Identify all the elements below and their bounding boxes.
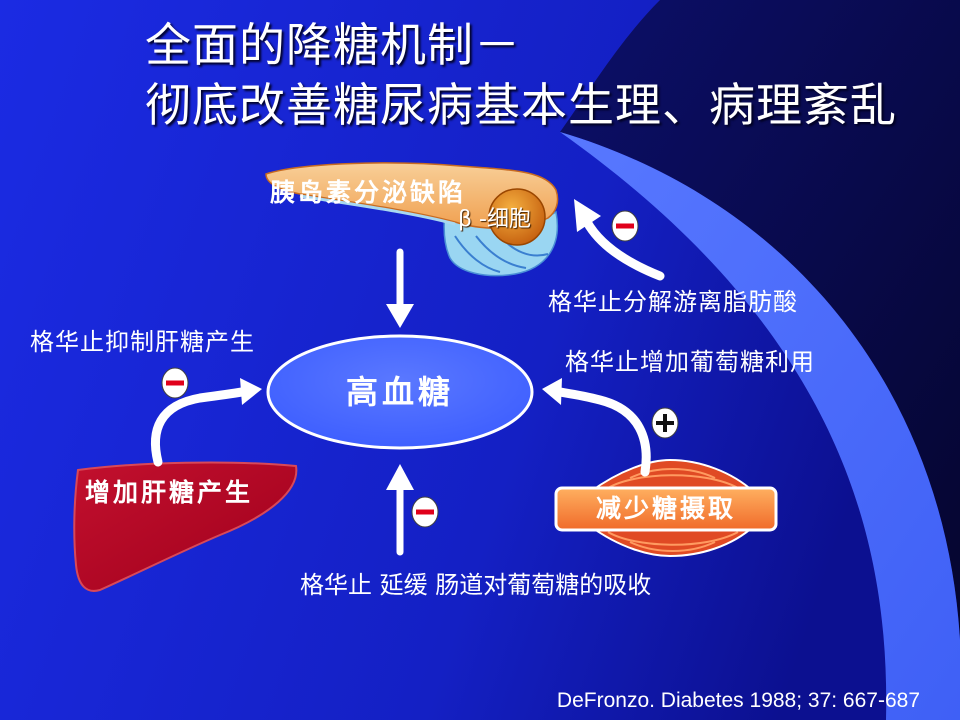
muscle-defect-label: 减少糖摄取	[595, 494, 736, 523]
background-swoosh-band	[560, 132, 960, 720]
pancreas-stripe	[454, 235, 501, 273]
slide-title-line-2: 彻底改善糖尿病基本生理、病理紊乱	[145, 78, 897, 132]
muscle-stripe	[629, 468, 716, 479]
muscle-action-label: 格华止增加葡萄糖利用	[565, 348, 815, 376]
beta-cell-label: β -细胞	[458, 207, 531, 232]
muscle-band	[554, 486, 778, 532]
pancreas-stripe	[475, 235, 527, 269]
fatty-acid-to-pancreas-arrow	[574, 199, 665, 281]
fatty-acid-action-label: 格华止分解游离脂肪酸	[548, 288, 798, 316]
liver-action-label: 格华止抑制肝糖产生	[30, 328, 255, 356]
gut-action-label: 格华止 延缓 肠道对葡萄糖的吸收	[300, 571, 652, 599]
pancreas-defect-label: 胰岛素分泌缺陷	[270, 178, 467, 207]
citation: DeFronzo. Diabetes 1988; 37: 667-687	[556, 689, 920, 712]
beta-cell-circle	[488, 188, 546, 246]
muscle-stripe	[607, 531, 739, 546]
pancreas-body	[265, 162, 559, 229]
slide-title-line-1: 全面的降糖机制－	[145, 18, 521, 72]
liver-defect-label: 增加肝糖产生	[85, 478, 254, 507]
muscle-stripe	[629, 541, 716, 552]
pancreas-to-center-arrow	[386, 248, 414, 328]
hyperglycemia-label: 高血糖	[345, 373, 454, 411]
pancreas-edge	[299, 194, 456, 226]
minus-circle-icon	[611, 210, 639, 242]
minus-circle-icon	[411, 496, 439, 528]
pancreas-illustration	[265, 162, 559, 277]
liver-to-center-arrow	[150, 378, 262, 467]
liver-shape	[73, 461, 298, 592]
hyperglycemia-ellipse	[266, 334, 534, 450]
background-dark-region	[560, 0, 960, 640]
minus-circle-icon	[161, 367, 189, 399]
muscle-to-center-arrow	[542, 378, 651, 477]
gut-to-center-arrow	[386, 464, 414, 556]
muscle-stripe	[607, 474, 739, 489]
muscle-illustration	[554, 458, 778, 558]
plus-circle-icon	[651, 407, 679, 439]
muscle-lower-bulge	[586, 525, 757, 558]
